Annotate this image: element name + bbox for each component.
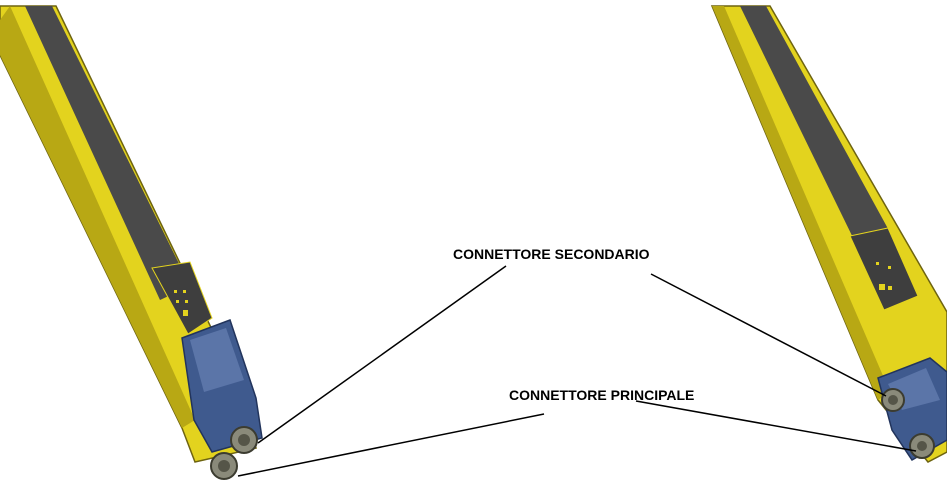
left-led-1 [174, 290, 177, 293]
left-primary-connector-core [218, 460, 230, 472]
left-led-5 [183, 310, 188, 316]
right-housing-side [712, 6, 890, 400]
leader-primary-left [237, 413, 545, 477]
leader-primary-right [635, 400, 917, 452]
right-secondary-connector-core [888, 395, 898, 405]
leader-secondary-left [257, 265, 507, 444]
right-led-3 [879, 284, 885, 290]
right-led-2 [888, 266, 891, 269]
right-primary-connector-core [917, 441, 927, 451]
left-led-4 [185, 300, 188, 303]
right-front-window [740, 6, 892, 248]
right-led-1 [876, 262, 879, 265]
right-led-4 [888, 286, 892, 290]
right-light-curtain [710, 5, 947, 463]
leader-secondary-right [650, 273, 887, 397]
left-housing-side [0, 6, 195, 428]
secondary-connector-label: CONNETTORE SECONDARIO [453, 246, 650, 262]
primary-connector-label: CONNETTORE PRINCIPALE [509, 387, 695, 403]
leader-lines [237, 265, 917, 477]
left-light-curtain [0, 5, 263, 480]
left-end-cap-highlight [190, 328, 244, 392]
left-indicator-panel [151, 261, 213, 335]
left-led-2 [183, 290, 186, 293]
left-led-3 [176, 300, 179, 303]
left-secondary-connector-core [238, 434, 250, 446]
right-indicator-panel [849, 227, 919, 311]
left-front-window [25, 6, 190, 300]
